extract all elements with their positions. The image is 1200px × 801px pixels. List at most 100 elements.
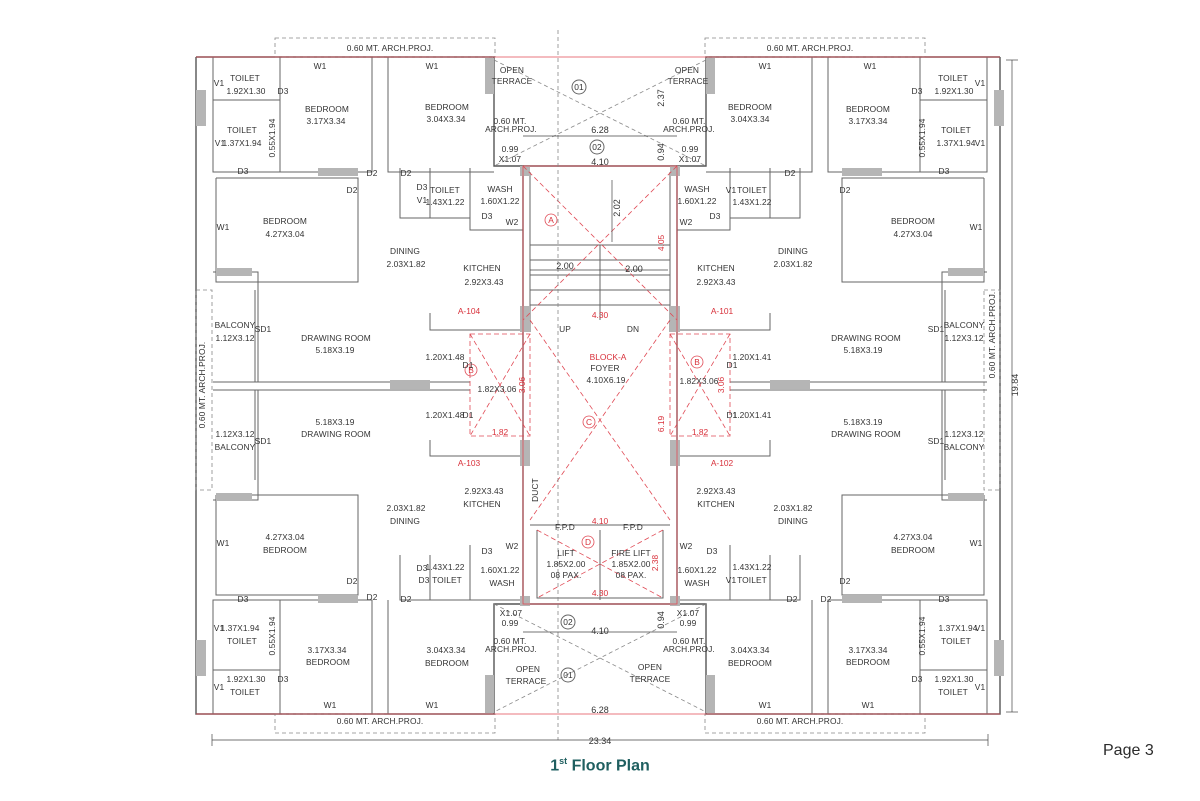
opening-tag: SD1 (255, 324, 272, 334)
opening-tag: W1 (759, 61, 772, 71)
room-name: BEDROOM (846, 657, 890, 667)
room-name: BEDROOM (846, 104, 890, 114)
core-top-width: 6.28 (591, 125, 609, 135)
room-size: 3.04X3.34 (426, 114, 465, 124)
core-width-top: 4.10 (591, 157, 609, 167)
grid-02-top: 02 (592, 142, 602, 152)
room-name: TOILET (737, 575, 767, 585)
marker-d: D (585, 537, 591, 547)
room-name: BEDROOM (728, 102, 772, 112)
opening-tag: V1 (214, 682, 225, 692)
dimension-lines (211, 59, 1018, 746)
room-size: 3.17X3.34 (307, 645, 346, 655)
room-size: 1.43X1.22 (732, 562, 771, 572)
room-name: TOILET (938, 73, 968, 83)
room-size: 1.82X3.06 (679, 376, 718, 386)
duct-label: DUCT (530, 478, 540, 502)
duct-size: X1.07 (500, 608, 523, 618)
arch-proj-label: 0.60 MT. ARCH.PROJ. (987, 292, 997, 379)
opening-tag: V1 (214, 78, 225, 88)
opening-tag: D3 (417, 563, 428, 573)
room-size: 4.27X3.04 (893, 532, 932, 542)
opening-tag: D1 (463, 360, 474, 370)
opening-tag: D2 (401, 594, 412, 604)
room-size: 3.17X3.34 (848, 116, 887, 126)
opening-tag: V1 (975, 138, 986, 148)
room-size: 2.92X3.43 (464, 486, 503, 496)
room-size: 1.92X1.30 (934, 674, 973, 684)
room-name: BALCONY (944, 442, 985, 452)
room-size: 1.12X3.12 (944, 333, 983, 343)
dim-094-top: 0.94 (656, 143, 666, 161)
room-size: 2.03X1.82 (386, 259, 425, 269)
room-size: 2.03X1.82 (386, 503, 425, 513)
structural-columns (196, 58, 1004, 713)
opening-tag: D2 (401, 168, 412, 178)
stair-run: 2.02 (612, 199, 622, 217)
proj-label: ARCH.PROJ. (663, 124, 715, 134)
opening-tag: V1 (214, 623, 225, 633)
dim-430-lift: 4.30 (592, 588, 609, 598)
room-name: BEDROOM (891, 216, 935, 226)
opening-tag: W2 (506, 217, 519, 227)
opening-tag: W1 (864, 61, 877, 71)
opening-tag: D2 (787, 594, 798, 604)
room-name: BALCONY (215, 442, 256, 452)
room-size: 1.43X1.22 (732, 197, 771, 207)
opening-tag: V1 (975, 682, 986, 692)
opening-tag: V1 (215, 138, 226, 148)
room-size: 1.43X1.22 (425, 562, 464, 572)
room-name: KITCHEN (463, 499, 500, 509)
arch-proj-label: 0.60 MT. ARCH.PROJ. (197, 342, 207, 429)
room-name: BEDROOM (305, 104, 349, 114)
dim-619: 6.19 (656, 416, 666, 433)
arch-proj-label: 0.60 MT. ARCH.PROJ. (337, 716, 424, 726)
room-name: TERRACE (506, 676, 547, 686)
opening-tag: D2 (347, 576, 358, 586)
room-size: 1.20X1.48 (425, 410, 464, 420)
lift-label: LIFT (557, 548, 575, 558)
room-name: BEDROOM (263, 216, 307, 226)
opening-tag: V1 (417, 195, 428, 205)
opening-tag: D2 (821, 594, 832, 604)
room-size: 2.92X3.43 (464, 277, 503, 287)
opening-tag: D3 (482, 211, 493, 221)
opening-tag: SD1 (928, 324, 945, 334)
opening-tag: D1 (463, 410, 474, 420)
proj-label: ARCH.PROJ. (485, 644, 537, 654)
dim-430-top: 4.30 (592, 310, 609, 320)
opening-tag: D3 (482, 546, 493, 556)
room-name: KITCHEN (463, 263, 500, 273)
room-name: TOILET (227, 125, 257, 135)
title-suffix: st (559, 756, 568, 766)
proj-label: 0.60 MT. (673, 636, 706, 646)
opening-tag: W1 (426, 61, 439, 71)
room-size: 1.37X1.94 (936, 138, 975, 148)
opening-tag: W1 (324, 700, 337, 710)
opening-tag: W1 (759, 700, 772, 710)
room-size: 1.60X1.22 (480, 565, 519, 575)
opening-tag: SD1 (255, 436, 272, 446)
room-name: TOILET (230, 73, 260, 83)
fire-lift-pax: 08 PAX. (616, 570, 647, 580)
duct-size: 0.99 (502, 144, 519, 154)
lift-pax: 08 PAX. (551, 570, 582, 580)
stair-dn: DN (627, 324, 639, 334)
room-size: 5.18X3.19 (315, 417, 354, 427)
dim-182-right: 1.82 (692, 427, 709, 437)
dim-410-lift: 4.10 (592, 516, 609, 526)
opening-tag: D3 (278, 86, 289, 96)
dimension-labels: 23.34 19.84 0.60 MT. ARCH.PROJ. 0.60 MT.… (197, 43, 1020, 746)
room-size: 1.37X1.94 (220, 623, 259, 633)
room-name: TOILET (432, 575, 462, 585)
title-rest: Floor Plan (567, 757, 650, 775)
unit-a101: A-101 (711, 306, 734, 316)
opening-tag: W1 (217, 222, 230, 232)
opening-tag: D3 (238, 166, 249, 176)
core-width-bottom: 4.10 (591, 626, 609, 636)
opening-tag: V1 (726, 185, 737, 195)
opening-tag: W1 (217, 538, 230, 548)
opening-tag: D2 (785, 168, 796, 178)
room-name: WASH (684, 184, 709, 194)
room-name: TOILET (230, 687, 260, 697)
